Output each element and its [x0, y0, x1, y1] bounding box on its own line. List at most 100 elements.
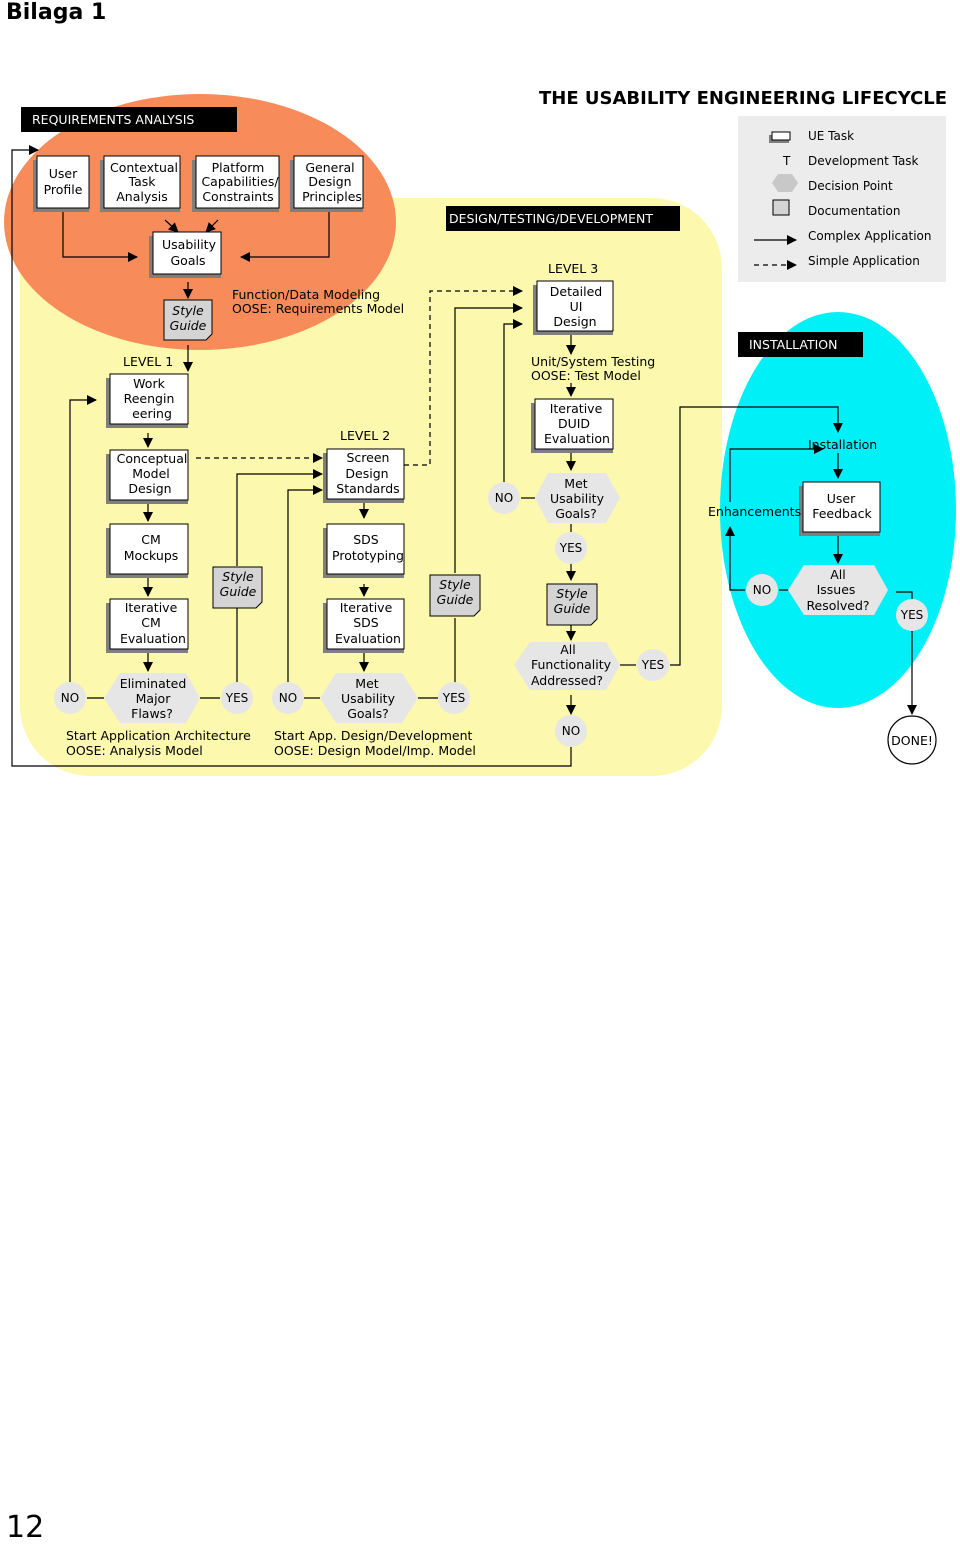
svg-text:Analysis: Analysis [116, 189, 168, 204]
design-header: DESIGN/TESTING/DEVELOPMENT [449, 211, 653, 226]
screen-design-standards-box: Screen Design Standards [323, 448, 405, 503]
svg-text:Iterative: Iterative [125, 600, 178, 615]
usability-goals-box: Usability Goals [149, 231, 222, 278]
svg-text:YES: YES [900, 608, 924, 622]
legend-decision-icon [772, 174, 798, 192]
style-guide-doc-level1: Style Guide [212, 566, 263, 609]
svg-text:Evaluation: Evaluation [120, 631, 186, 646]
svg-text:YES: YES [225, 691, 249, 705]
cm-mockups-box: CM Mockups [106, 523, 189, 578]
installation-label: Installation [808, 437, 877, 452]
svg-text:All: All [830, 567, 846, 582]
svg-text:General: General [305, 160, 354, 175]
svg-text:Guide: Guide [554, 601, 591, 616]
svg-text:Issues: Issues [817, 582, 856, 597]
oose-requirements-model-label: OOSE: Requirements Model [232, 301, 404, 316]
met-usability-goals-decision-level3: Met Usability Goals? [535, 473, 620, 523]
svg-text:CM: CM [141, 615, 161, 630]
svg-text:Goals: Goals [171, 253, 206, 268]
svg-text:Detailed: Detailed [550, 284, 602, 299]
svg-text:Capabilities/: Capabilities/ [201, 174, 279, 189]
platform-capabilities-box: Platform Capabilities/ Constraints [192, 155, 280, 212]
svg-text:Standards: Standards [336, 481, 399, 496]
svg-text:NO: NO [753, 583, 771, 597]
svg-text:Goals?: Goals? [555, 506, 597, 521]
svg-text:Feedback: Feedback [812, 506, 872, 521]
svg-text:Reengin: Reengin [124, 391, 175, 406]
conceptual-model-design-box: Conceptual Model Design [106, 449, 189, 504]
svg-text:DUID: DUID [558, 416, 590, 431]
svg-text:CM: CM [141, 532, 161, 547]
diagram-title: THE USABILITY ENGINEERING LIFECYCLE [539, 88, 947, 109]
svg-text:Resolved?: Resolved? [806, 598, 869, 613]
contextual-task-analysis-box: Contextual Task Analysis [100, 155, 181, 212]
oose-test-model-label: OOSE: Test Model [531, 368, 641, 383]
met-usability-goals-decision-level2: Met Usability Goals? [320, 673, 418, 723]
svg-text:Complex Application: Complex Application [808, 229, 932, 243]
level-1-label: LEVEL 1 [123, 354, 173, 369]
svg-text:Met: Met [564, 476, 587, 491]
svg-text:Iterative: Iterative [340, 600, 393, 615]
svg-text:Iterative: Iterative [550, 401, 603, 416]
page-number: 12 [6, 1510, 45, 1545]
unit-system-testing-label: Unit/System Testing [531, 354, 655, 369]
svg-text:Documentation: Documentation [808, 204, 901, 218]
svg-text:Style: Style [439, 577, 471, 592]
svg-text:NO: NO [279, 691, 297, 705]
user-profile-box: User Profile [33, 155, 90, 212]
svg-text:Addressed?: Addressed? [531, 673, 603, 688]
level2-no: NO [272, 682, 304, 714]
svg-text:UE Task: UE Task [808, 129, 854, 143]
svg-text:Guide: Guide [220, 584, 257, 599]
svg-text:YES: YES [559, 541, 583, 555]
svg-text:Task: Task [128, 174, 157, 189]
svg-text:Usability: Usability [341, 691, 396, 706]
svg-text:Design: Design [128, 481, 171, 496]
svg-text:eering: eering [132, 406, 172, 421]
svg-text:Major: Major [136, 691, 172, 706]
level3-yes: YES [555, 532, 587, 564]
svg-text:Work: Work [133, 376, 165, 391]
style-guide-doc-requirements: Style Guide [163, 299, 213, 341]
svg-text:DONE!: DONE! [891, 733, 933, 748]
all-issues-resolved-decision: All Issues Resolved? [788, 565, 888, 615]
svg-text:All: All [560, 642, 576, 657]
svg-text:Conceptual: Conceptual [117, 451, 188, 466]
svg-text:YES: YES [641, 658, 665, 672]
svg-text:User: User [827, 491, 856, 506]
start-app-design-label: Start App. Design/Development [274, 728, 472, 743]
enhancements-label: Enhancements [708, 504, 801, 519]
svg-text:Design: Design [345, 466, 388, 481]
svg-text:NO: NO [562, 724, 580, 738]
svg-text:Constraints: Constraints [202, 189, 273, 204]
level-2-label: LEVEL 2 [340, 428, 390, 443]
svg-text:Principles: Principles [302, 189, 362, 204]
connectors [11, 145, 917, 767]
svg-text:Evaluation: Evaluation [544, 431, 610, 446]
oose-design-model-label: OOSE: Design Model/Imp. Model [274, 743, 476, 758]
usability-lifecycle-diagram: THE USABILITY ENGINEERING LIFECYCLE REQU… [4, 88, 956, 776]
svg-text:Mockups: Mockups [124, 548, 179, 563]
requirements-header: REQUIREMENTS ANALYSIS [32, 112, 194, 127]
sds-prototyping-box: SDS Prototyping [323, 523, 405, 578]
svg-text:Development Task: Development Task [808, 154, 919, 168]
design-header-bg [446, 206, 680, 231]
oose-analysis-model-label: OOSE: Analysis Model [66, 743, 203, 758]
general-design-principles-box: General Design Principles [290, 155, 364, 212]
svg-text:Flaws?: Flaws? [131, 706, 173, 721]
svg-text:SDS: SDS [353, 532, 379, 547]
svg-text:Profile: Profile [44, 182, 83, 197]
svg-text:Contextual: Contextual [110, 160, 178, 175]
svg-text:Style: Style [556, 586, 588, 601]
iterative-sds-evaluation-box: Iterative SDS Evaluation [323, 598, 405, 653]
work-reengineering-box: Work Reengin eering [106, 373, 189, 428]
level-3-label: LEVEL 3 [548, 261, 598, 276]
svg-text:Usability: Usability [550, 491, 605, 506]
svg-text:NO: NO [495, 491, 513, 505]
svg-text:Style: Style [222, 569, 254, 584]
page-title: Bilaga 1 [6, 0, 107, 25]
svg-text:Design: Design [308, 174, 351, 189]
detailed-ui-design-box: Detailed UI Design [533, 280, 614, 335]
installation-no: NO [746, 574, 778, 606]
style-guide-doc-level2: Style Guide [429, 574, 481, 617]
